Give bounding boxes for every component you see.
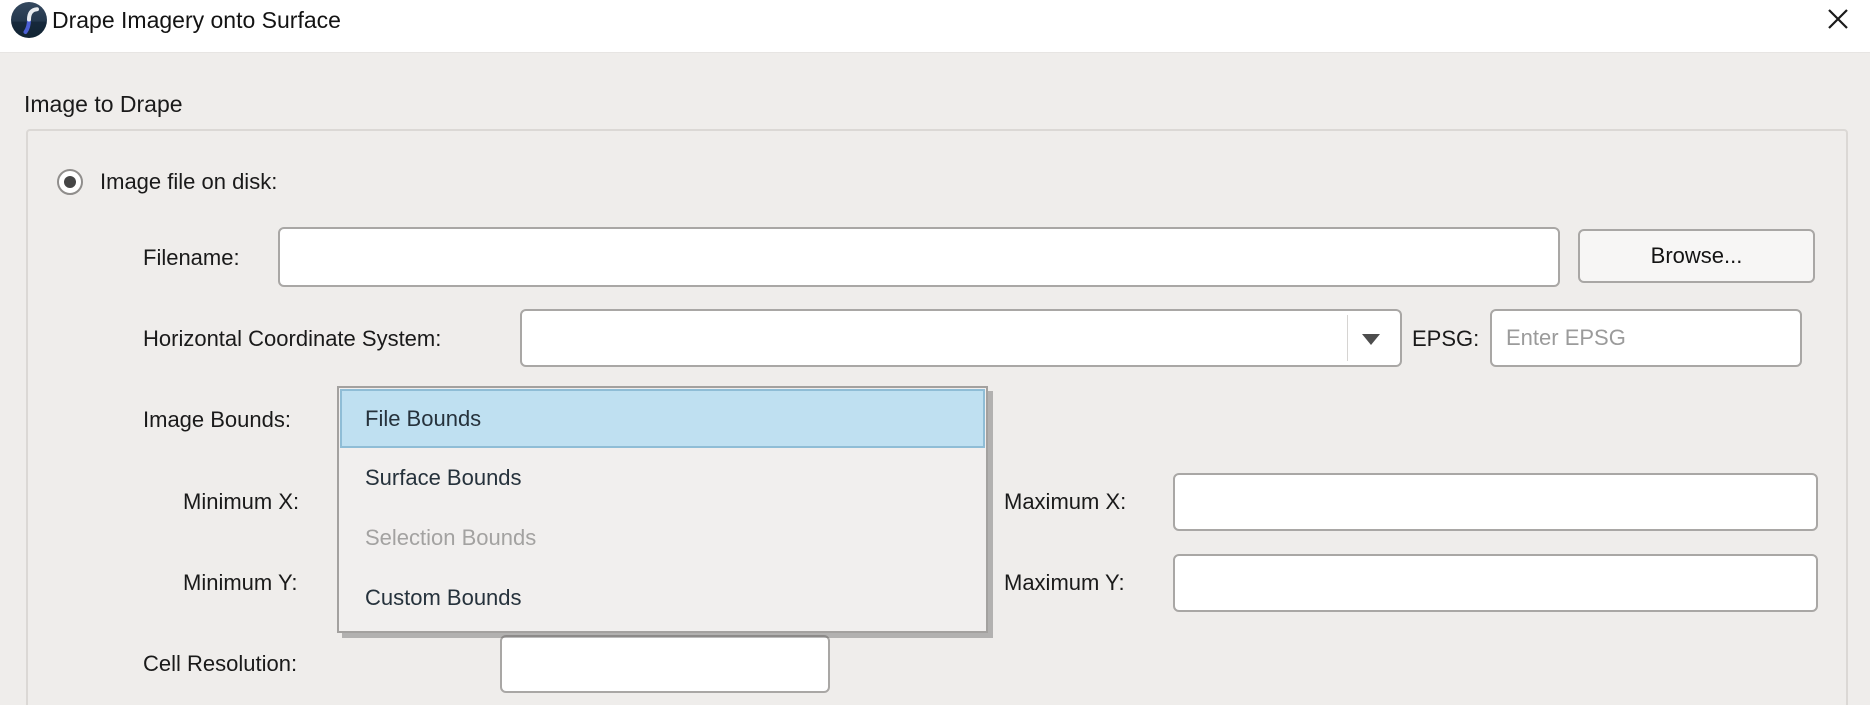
dropdown-arrow-icon xyxy=(1362,334,1380,345)
minimum-x-label: Minimum X: xyxy=(183,489,300,514)
combo-divider xyxy=(1347,315,1348,361)
radio-selected-icon xyxy=(64,176,76,188)
coordinate-system-combobox[interactable] xyxy=(520,309,1402,367)
menu-item-custom-bounds[interactable]: Custom Bounds xyxy=(365,585,522,610)
maximum-y-label: Maximum Y: xyxy=(1004,570,1125,595)
image-file-on-disk-radio[interactable] xyxy=(57,169,83,195)
coordinate-system-label: Horizontal Coordinate System: xyxy=(143,326,442,351)
app-icon xyxy=(10,1,48,39)
maximum-y-input[interactable] xyxy=(1173,554,1818,612)
image-to-drape-groupbox xyxy=(26,129,1848,705)
epsg-input[interactable] xyxy=(1490,309,1802,367)
epsg-label: EPSG: xyxy=(1412,326,1480,351)
image-file-on-disk-label: Image file on disk: xyxy=(100,169,278,194)
maximum-x-input[interactable] xyxy=(1173,473,1818,531)
cell-resolution-label: Cell Resolution: xyxy=(143,651,298,676)
window-title: Drape Imagery onto Surface xyxy=(52,7,341,33)
filename-input[interactable] xyxy=(278,227,1560,287)
menu-item-selection-bounds[interactable]: Selection Bounds xyxy=(365,525,537,550)
image-bounds-dropdown-menu: File Bounds Surface Bounds Selection Bou… xyxy=(337,386,988,633)
minimum-y-label: Minimum Y: xyxy=(183,570,298,595)
image-bounds-label: Image Bounds: xyxy=(143,407,291,432)
section-label: Image to Drape xyxy=(24,91,183,117)
browse-button[interactable]: Browse... xyxy=(1578,229,1815,283)
cell-resolution-input[interactable] xyxy=(500,635,830,693)
title-bar: Drape Imagery onto Surface xyxy=(0,0,1870,53)
filename-label: Filename: xyxy=(143,245,240,270)
maximum-x-label: Maximum X: xyxy=(1004,489,1127,514)
menu-item-file-bounds[interactable]: File Bounds xyxy=(340,389,985,448)
menu-item-surface-bounds[interactable]: Surface Bounds xyxy=(365,465,522,490)
close-button[interactable] xyxy=(1814,0,1862,42)
